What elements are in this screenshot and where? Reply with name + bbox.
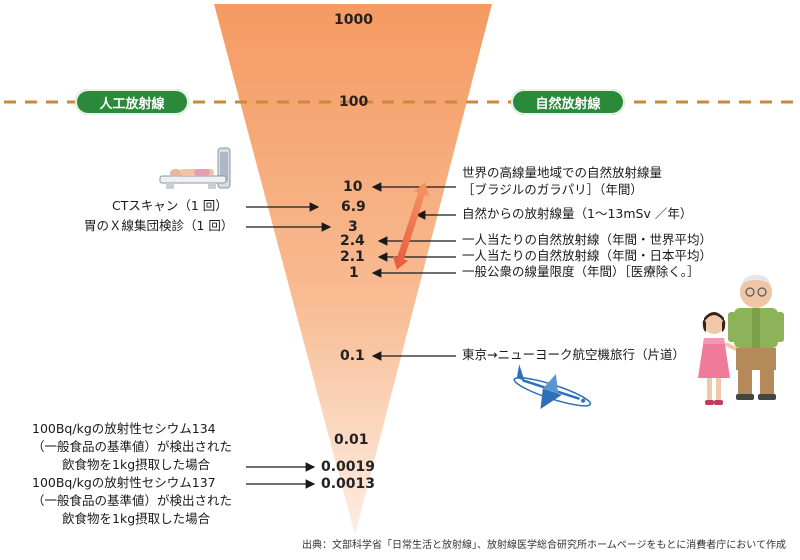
- natural-range-bar: [392, 182, 430, 270]
- label-brazil-line1: 世界の高線量地域での自然放射線量: [462, 165, 663, 180]
- label-cs134-line3: 飲食物を1kg摂取した場合: [62, 457, 211, 472]
- value-1: 1: [349, 265, 359, 281]
- label-japan-average: 一人当たりの自然放射線（年間・日本平均）: [462, 248, 713, 263]
- label-brazil-line2: ［ブラジルのガラパリ］（年間）: [462, 182, 643, 197]
- label-stomach-xray: 胃のＸ線集団検診（1 回）: [84, 218, 234, 233]
- label-natural-range: 自然からの放射線量（1～13mSv ／年）: [462, 206, 693, 221]
- label-cs134-line2: （一般食品の基準値）が検出された: [32, 439, 233, 454]
- ct-scanner-icon: [159, 147, 231, 189]
- label-cs137-line1: 100Bq/kgの放射性セシウム137: [32, 475, 216, 490]
- label-public-limit: 一般公衆の線量限度（年間）［医療除く。］: [462, 264, 700, 279]
- grandfather-icon: [728, 274, 784, 400]
- label-ct-scan: CTスキャン（1 回）: [112, 198, 228, 213]
- value-2-4: 2.4: [340, 233, 365, 249]
- value-0-01: 0.01: [334, 432, 369, 448]
- label-cs137-line3: 飲食物を1kg摂取した場合: [62, 511, 211, 526]
- label-cs134-line1: 100Bq/kgの放射性セシウム134: [32, 421, 216, 436]
- dose-cone: [214, 4, 492, 535]
- artificial-radiation-badge: 人工放射線: [75, 89, 189, 115]
- value-2-1: 2.1: [340, 249, 365, 265]
- label-world-average: 一人当たりの自然放射線（年間・世界平均）: [462, 232, 713, 247]
- value-0-0013: 0.0013: [321, 476, 376, 492]
- value-3: 3: [348, 219, 358, 235]
- value-100: 100: [339, 94, 369, 110]
- source-note: 出典：文部科学省「日常生活と放射線」、放射線医学総合研究所ホームページをもとに消…: [302, 540, 786, 551]
- label-cs137-line2: （一般食品の基準値）が検出された: [32, 493, 233, 508]
- value-1000: 1000: [334, 12, 373, 28]
- value-0-1: 0.1: [340, 348, 365, 364]
- value-0-0019: 0.0019: [321, 459, 376, 475]
- label-flight: 東京→ニューヨーク航空機旅行（片道）: [462, 347, 685, 362]
- value-6-9: 6.9: [341, 199, 366, 215]
- girl-icon: [698, 312, 739, 405]
- airplane-icon: [513, 364, 592, 409]
- natural-radiation-badge: 自然放射線: [511, 89, 625, 115]
- value-10: 10: [343, 179, 363, 195]
